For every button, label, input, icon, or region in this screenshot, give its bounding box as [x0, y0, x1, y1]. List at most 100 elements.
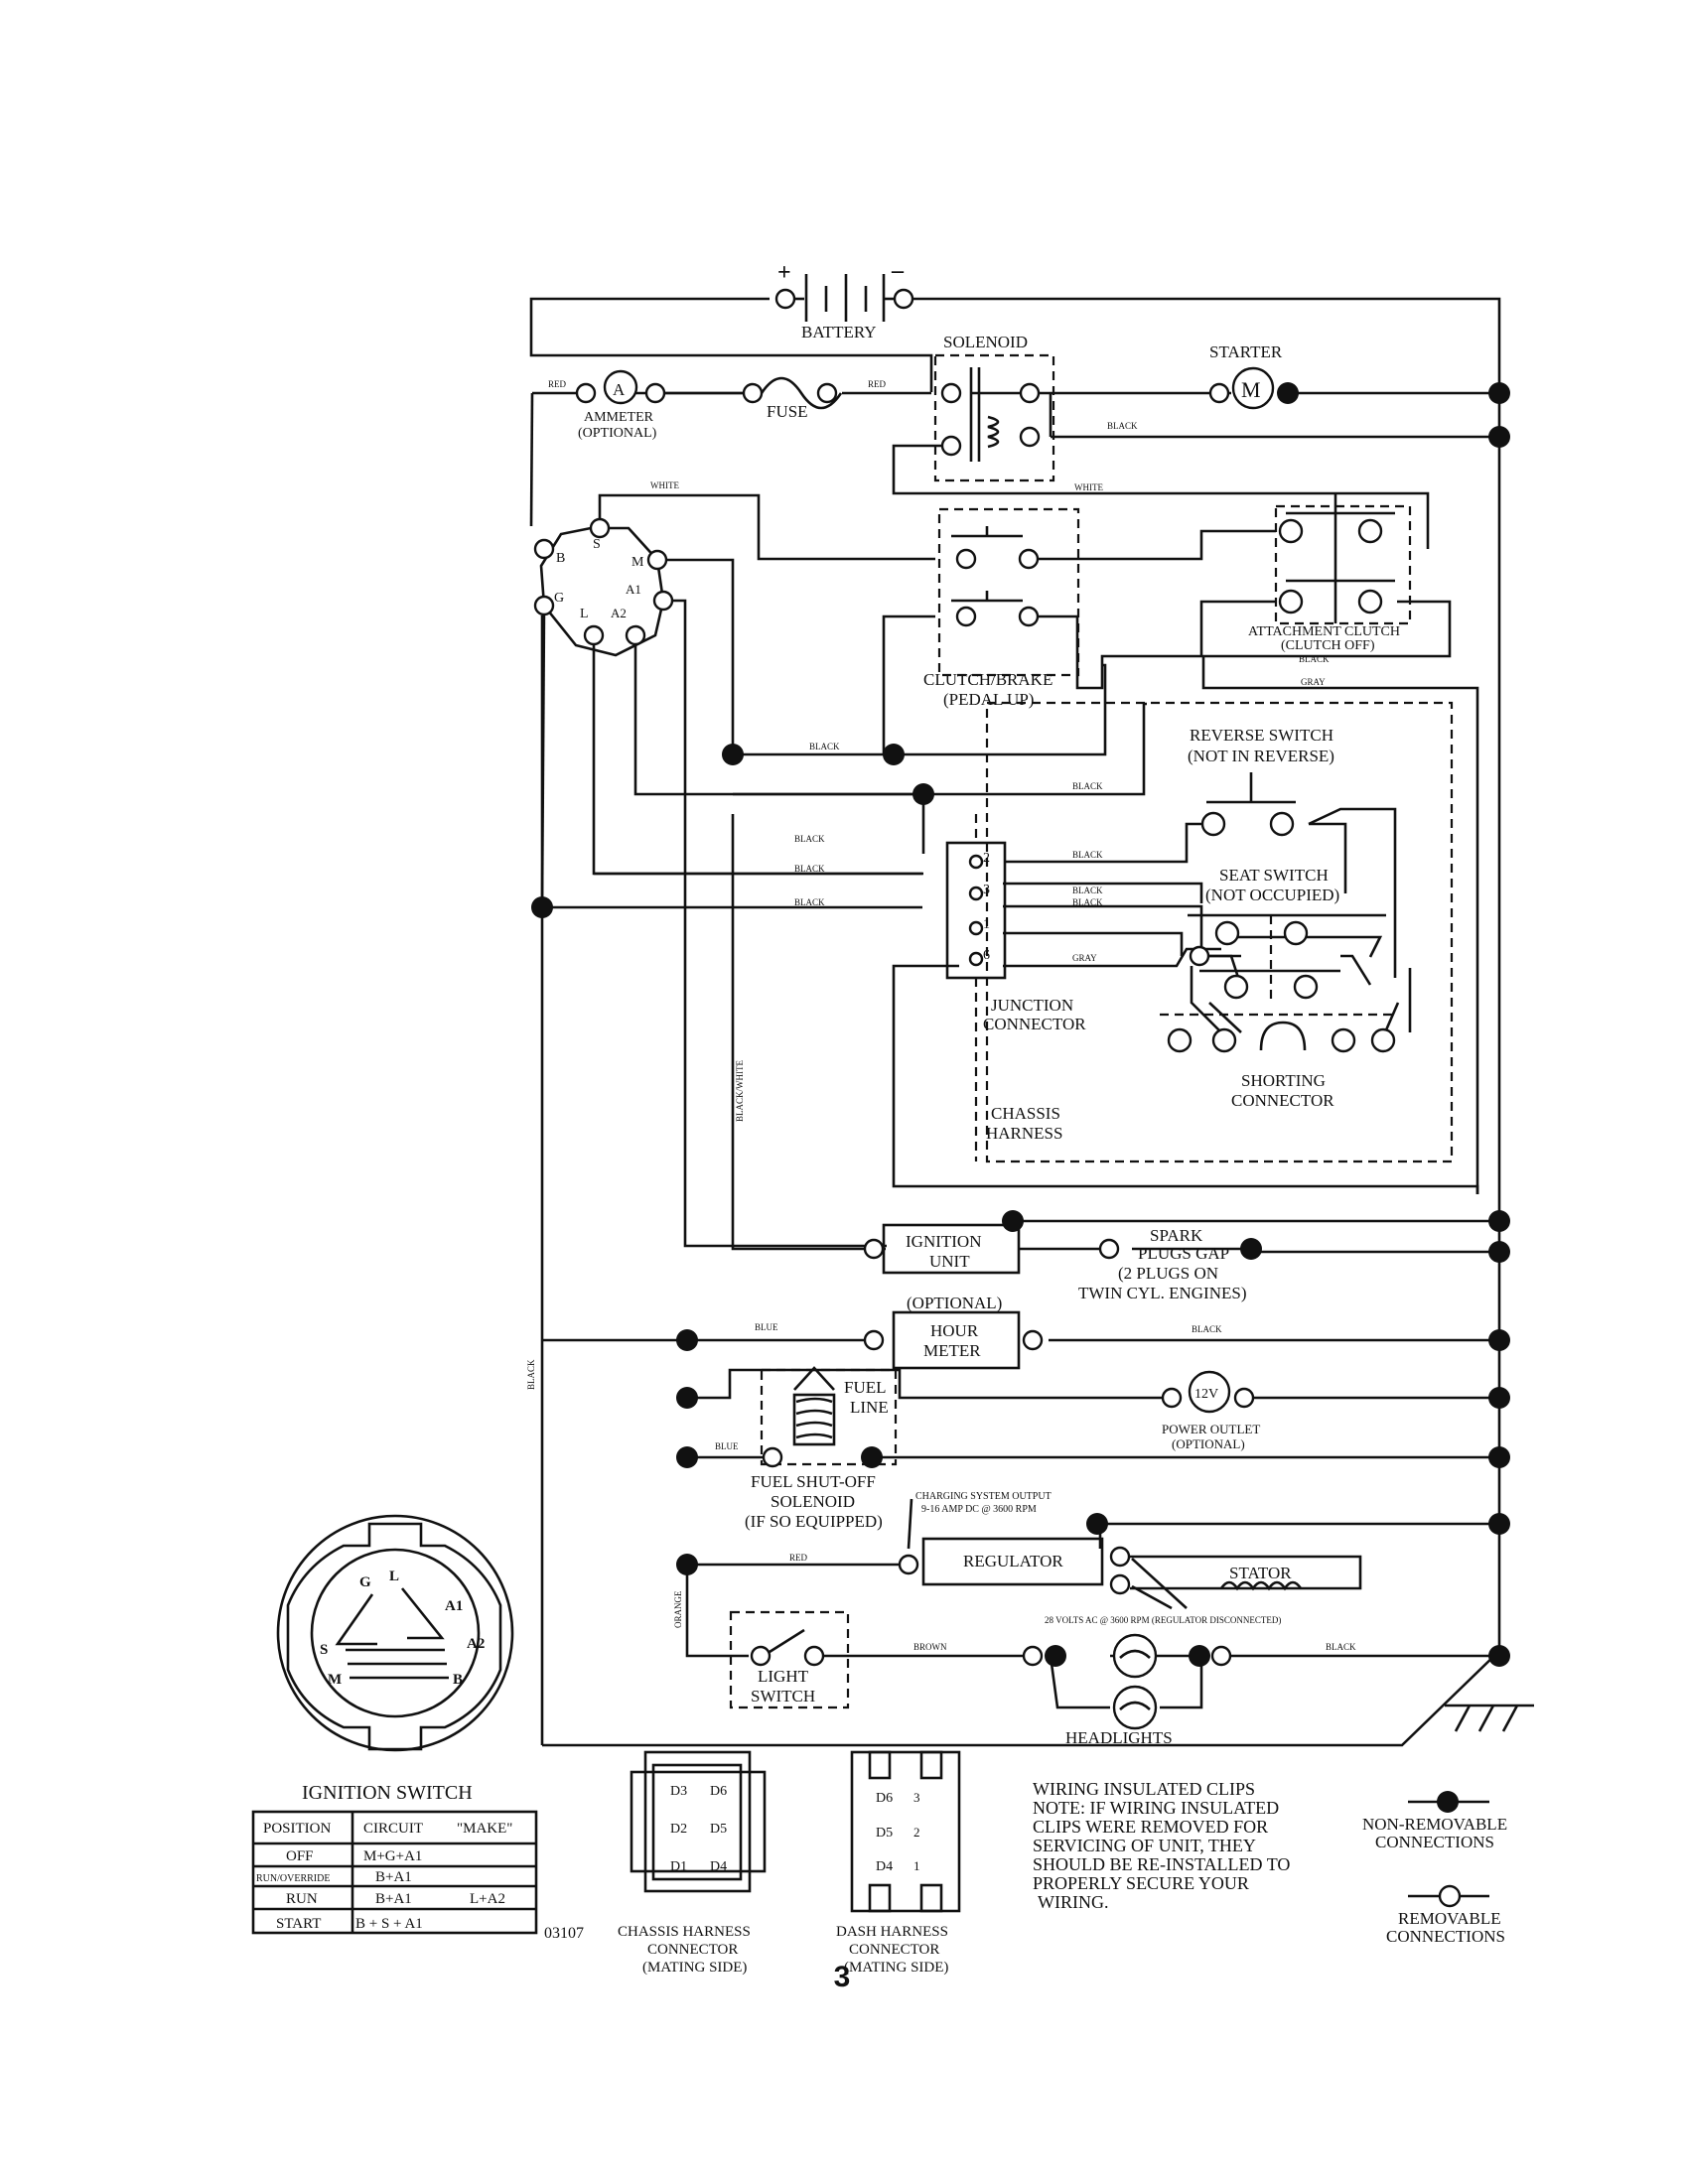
ignition-unit-line1: IGNITION [906, 1232, 981, 1251]
seat-switch-label: SEAT SWITCH [1219, 866, 1329, 885]
legend-nonremovable-2: CONNECTIONS [1375, 1833, 1494, 1851]
ammeter-label: AMMETER [584, 410, 654, 425]
light-switch: LIGHT SWITCH BROWN [750, 1628, 947, 1706]
dash-3: 3 [913, 1790, 920, 1805]
wire-red-2: RED [868, 379, 887, 389]
spark-line2: PLUGS GAP [1138, 1244, 1229, 1263]
dash-2: 2 [913, 1825, 920, 1840]
wire-red-1: RED [548, 379, 567, 389]
note-line5: SHOULD BE RE-INSTALLED TO [1033, 1854, 1290, 1874]
terminal-g: G [554, 591, 564, 606]
attachment-clutch-enclosure [1274, 504, 1412, 625]
wire-black-solenoid: BLACK [1107, 421, 1138, 431]
note-line6: PROPERLY SECURE YOUR [1033, 1873, 1249, 1893]
wire-black-3: BLACK [794, 834, 825, 844]
face-g: G [359, 1574, 371, 1590]
chassis-d6: D6 [710, 1784, 727, 1799]
dash-d6: D6 [876, 1791, 893, 1806]
clutch-off-label: (CLUTCH OFF) [1281, 638, 1375, 653]
charging-line2: 9-16 AMP DC @ 3600 RPM [921, 1504, 1037, 1515]
solenoid: SOLENOID [940, 333, 1041, 462]
table-header-position: POSITION [263, 1821, 332, 1837]
chassis-d2: D2 [670, 1822, 687, 1837]
solenoid-label: SOLENOID [943, 333, 1028, 351]
table-row-start-pos: START [276, 1916, 321, 1932]
fuel-line1: FUEL [844, 1378, 887, 1397]
note-line3: CLIPS WERE REMOVED FOR [1033, 1817, 1268, 1837]
wire-black-8: BLACK [1072, 897, 1103, 907]
terminal-a1: A1 [626, 582, 641, 597]
terminal-b: B [556, 551, 565, 566]
wire-brown: BROWN [913, 1642, 947, 1652]
junction-pin-1: 1 [983, 917, 990, 932]
clutch-brake-enclosure [937, 507, 1080, 677]
ignition-switch-terminals: S M A1 A2 L G B [533, 517, 674, 657]
headlights-label: HEADLIGHTS [1065, 1728, 1173, 1747]
pedal-up-label: (PEDAL UP) [943, 690, 1034, 709]
table-row-run-circ: B+A1 [375, 1891, 412, 1907]
battery: + – BATTERY [774, 258, 914, 341]
solenoid-enclosure [933, 353, 1055, 482]
starter: STARTER M [1208, 342, 1299, 410]
shorting-connector: SHORTING CONNECTOR [1160, 1013, 1396, 1110]
table-row-start-circ: B + S + A1 [355, 1916, 423, 1932]
chassis-d5: D5 [710, 1822, 727, 1837]
dash-d5: D5 [876, 1826, 893, 1841]
terminal-m: M [632, 555, 644, 570]
dash-conn-line3: (MATING SIDE) [844, 1960, 948, 1976]
wire-black-6: BLACK [1072, 850, 1103, 860]
stator-label: STATOR [1229, 1564, 1292, 1582]
attachment-clutch: ATTACHMENT CLUTCH (CLUTCH OFF) BLACK GRA… [1248, 494, 1400, 687]
junction-label: JUNCTION [991, 996, 1073, 1015]
battery-label: BATTERY [801, 323, 877, 341]
note-line4: SERVICING OF UNIT, THEY [1033, 1836, 1256, 1855]
headlights: BLACK HEADLIGHTS [1022, 1633, 1356, 1747]
ignition-unit: IGNITION UNIT SPARK PLUGS GAP (2 PLUGS O… [863, 1223, 1262, 1302]
fuse: FUSE RED [742, 376, 887, 421]
fuel-shutoff-line2: SOLENOID [771, 1492, 855, 1511]
clutch-brake-label: CLUTCH/BRAKE [923, 670, 1052, 689]
attachment-clutch-label: ATTACHMENT CLUTCH [1248, 624, 1400, 639]
hour-line1: HOUR [930, 1321, 979, 1340]
not-occupied-label: (NOT OCCUPIED) [1205, 886, 1339, 904]
terminal-a2: A2 [611, 606, 627, 620]
charging-line1: CHARGING SYSTEM OUTPUT [915, 1491, 1052, 1502]
ammeter-a: A [613, 380, 626, 399]
dash-conn-line1: DASH HARNESS [836, 1924, 948, 1940]
fuel-line2: LINE [850, 1398, 889, 1417]
spark-line1: SPARK [1150, 1226, 1203, 1245]
fuel-solenoid: FUEL LINE BLUE FUEL SHUT-OFF SOLENOID (I… [715, 1366, 889, 1531]
starter-label: STARTER [1209, 342, 1283, 361]
wire-black-7: BLACK [1072, 886, 1103, 895]
junction-connector: 2 3 1 6 JUNCTION CONNECTOR CHASSIS HARNE… [945, 814, 1086, 1161]
table-row-run-make: L+A2 [470, 1891, 505, 1907]
chassis-conn-line3: (MATING SIDE) [642, 1960, 747, 1976]
junction-dots [531, 382, 1510, 1667]
table-row-off-pos: OFF [286, 1848, 314, 1864]
note-line1: WIRING INSULATED CLIPS [1033, 1779, 1255, 1799]
face-b: B [453, 1672, 463, 1688]
junction-pin-2: 2 [983, 851, 990, 866]
wire-black-white: BLACK/WHITE [735, 1060, 745, 1122]
wire-black-4: BLACK [794, 864, 825, 874]
battery-minus: – [891, 258, 905, 284]
outlet-12v: 12V [1194, 1387, 1218, 1402]
regulator-label: REGULATOR [963, 1552, 1063, 1570]
seat-switch: SEAT SWITCH (NOT OCCUPIED) [1188, 866, 1386, 1003]
shorting-connector-label: CONNECTOR [1231, 1091, 1334, 1110]
hour-optional: (OPTIONAL) [907, 1294, 1002, 1312]
hour-line2: METER [923, 1341, 981, 1360]
terminal-l: L [580, 607, 589, 621]
junction-pin-6: 6 [983, 948, 990, 963]
face-l: L [389, 1569, 399, 1584]
dash-d4: D4 [876, 1859, 893, 1874]
fuel-solenoid-enclosure [760, 1368, 898, 1466]
clutch-brake-switch: CLUTCH/BRAKE (PEDAL UP) [923, 526, 1052, 709]
wire-gray-jc: GRAY [1072, 953, 1097, 963]
not-in-reverse-label: (NOT IN REVERSE) [1188, 747, 1334, 765]
chassis-conn-line2: CONNECTOR [647, 1942, 738, 1958]
wire-red-reg: RED [789, 1553, 808, 1563]
shorting-label: SHORTING [1241, 1071, 1326, 1090]
wire-blue-2: BLUE [715, 1441, 739, 1451]
chassis-d1: D1 [670, 1859, 687, 1874]
